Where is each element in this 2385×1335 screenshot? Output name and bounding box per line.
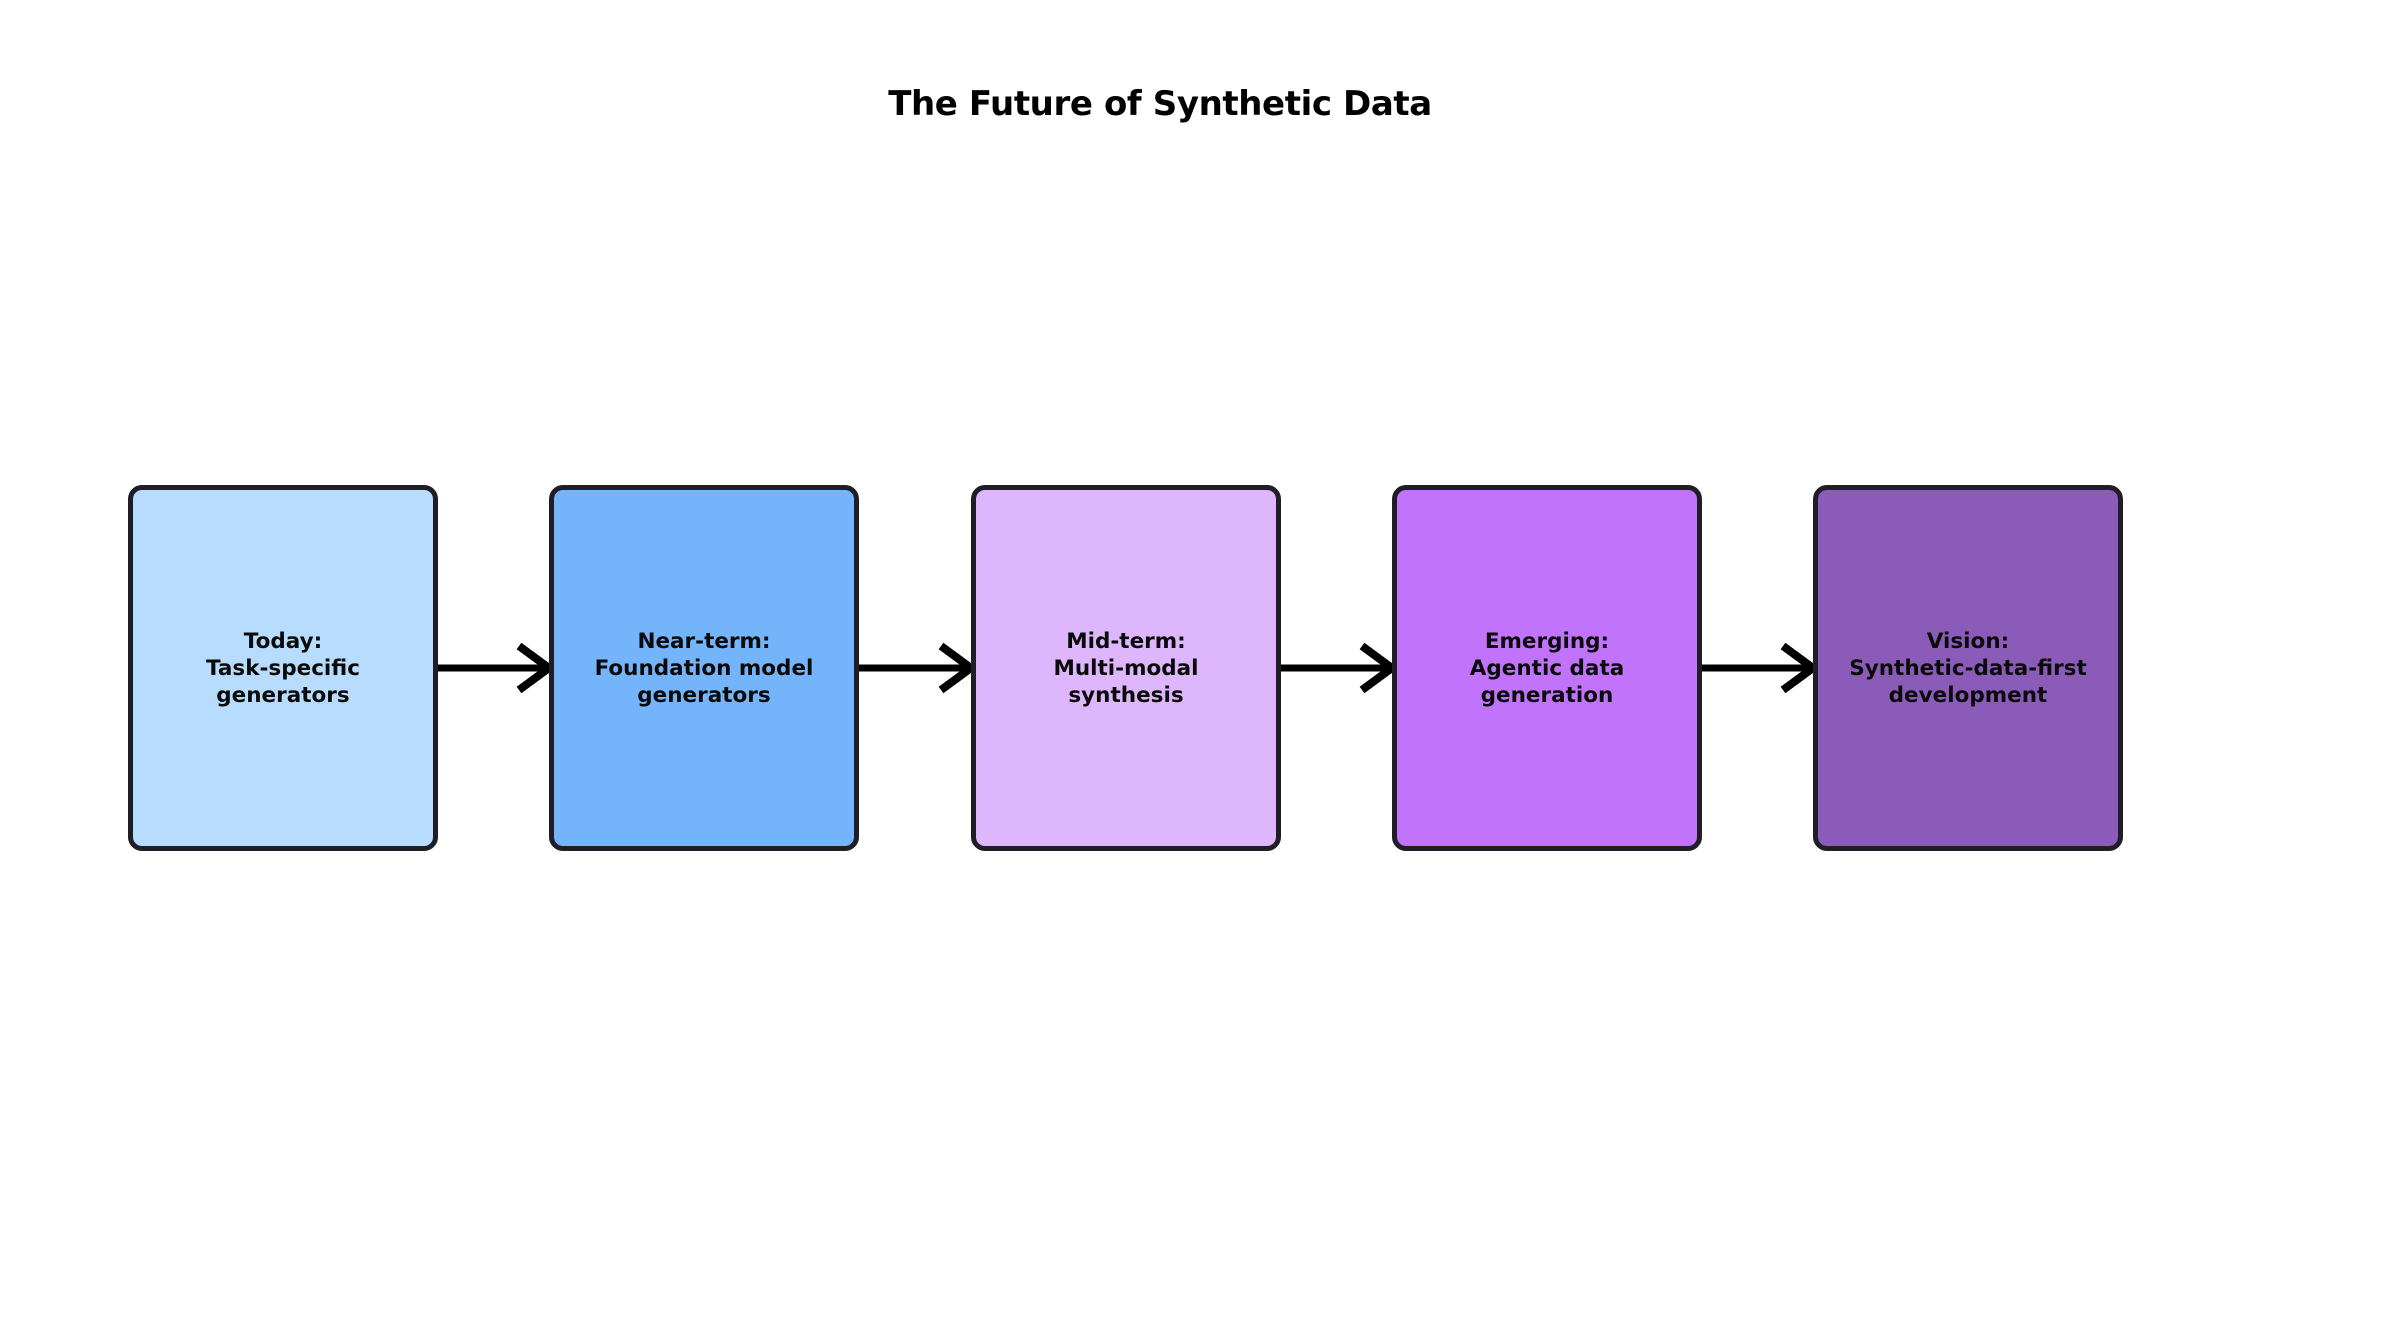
stage-node-near-term[interactable]: Near-term: Foundation model generators	[549, 485, 859, 851]
stage-node-vision-label: Vision: Synthetic-data-first development	[1849, 628, 2087, 708]
stage-node-today-label: Today: Task-specific generators	[206, 628, 360, 708]
stage-node-today[interactable]: Today: Task-specific generators	[128, 485, 438, 851]
stage-node-vision[interactable]: Vision: Synthetic-data-first development	[1813, 485, 2123, 851]
stage-node-near-term-label: Near-term: Foundation model generators	[594, 628, 814, 708]
stage-node-mid-term-label: Mid-term: Multi-modal synthesis	[1053, 628, 1199, 708]
stage-node-emerging[interactable]: Emerging: Agentic data generation	[1392, 485, 1702, 851]
stage-node-emerging-label: Emerging: Agentic data generation	[1469, 628, 1625, 708]
stage-node-mid-term[interactable]: Mid-term: Multi-modal synthesis	[971, 485, 1281, 851]
flow-row: Today: Task-specific generators Near-ter…	[128, 485, 2123, 851]
page-title: The Future of Synthetic Data	[888, 84, 1432, 124]
